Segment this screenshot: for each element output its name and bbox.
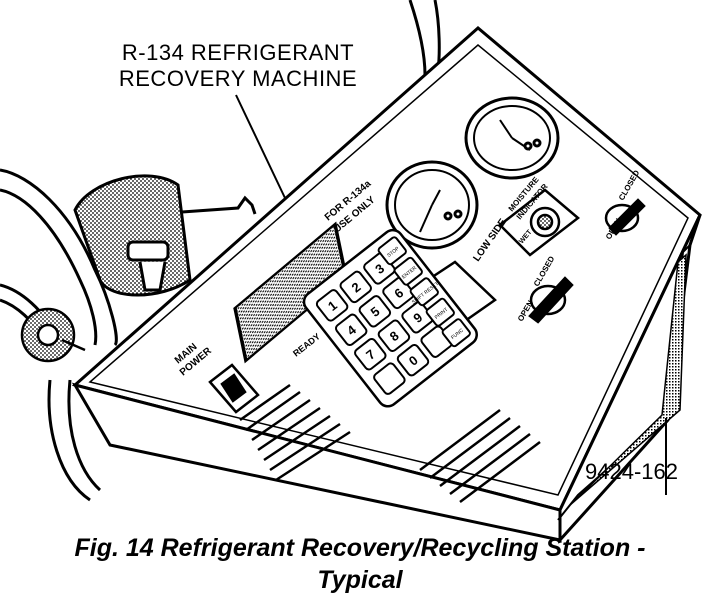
refrigerant-tank — [73, 174, 257, 297]
valve-knob-lower — [528, 276, 574, 324]
keypad-function-key — [377, 236, 407, 266]
figure-id: 9424-162 — [585, 459, 678, 484]
valve-knob-upper — [604, 198, 646, 236]
caption-line-1: Fig. 14 Refrigerant Recovery/Recycling S… — [74, 534, 646, 562]
figure-caption: Fig. 14 Refrigerant Recovery/Recycling S… — [0, 532, 720, 596]
callout-line-2: RECOVERY MACHINE — [118, 66, 358, 91]
moisture-indicator — [498, 188, 580, 257]
keypad-key-2 — [339, 270, 372, 304]
keypad-key-blank — [373, 362, 406, 395]
main-power-switch — [208, 363, 260, 414]
keypad-function-key — [441, 318, 471, 348]
keypad-key-1 — [315, 289, 349, 322]
keypad-key-8 — [377, 319, 411, 352]
callout-line-1: R-134 REFRIGERANT — [121, 40, 355, 65]
keypad-key-0 — [396, 343, 430, 377]
keypad-function-key — [393, 256, 423, 286]
keypad-key-4 — [334, 313, 368, 347]
high-side-gauge — [464, 96, 560, 180]
vent-slots — [239, 383, 541, 503]
callout-title: R-134 REFRIGERANT RECOVERY MACHINE — [118, 40, 358, 92]
keypad-key-5 — [358, 295, 392, 328]
keypad-key-7 — [354, 337, 387, 371]
valve-handwheel — [20, 307, 86, 363]
display-window — [233, 221, 348, 364]
caption-line-2: Typical — [317, 566, 403, 594]
callout-leader-line — [235, 94, 286, 199]
hose-handle — [0, 0, 441, 502]
keypad-function-key — [409, 277, 439, 307]
low-side-gauge — [385, 160, 479, 250]
keypad-function-key — [425, 297, 455, 327]
